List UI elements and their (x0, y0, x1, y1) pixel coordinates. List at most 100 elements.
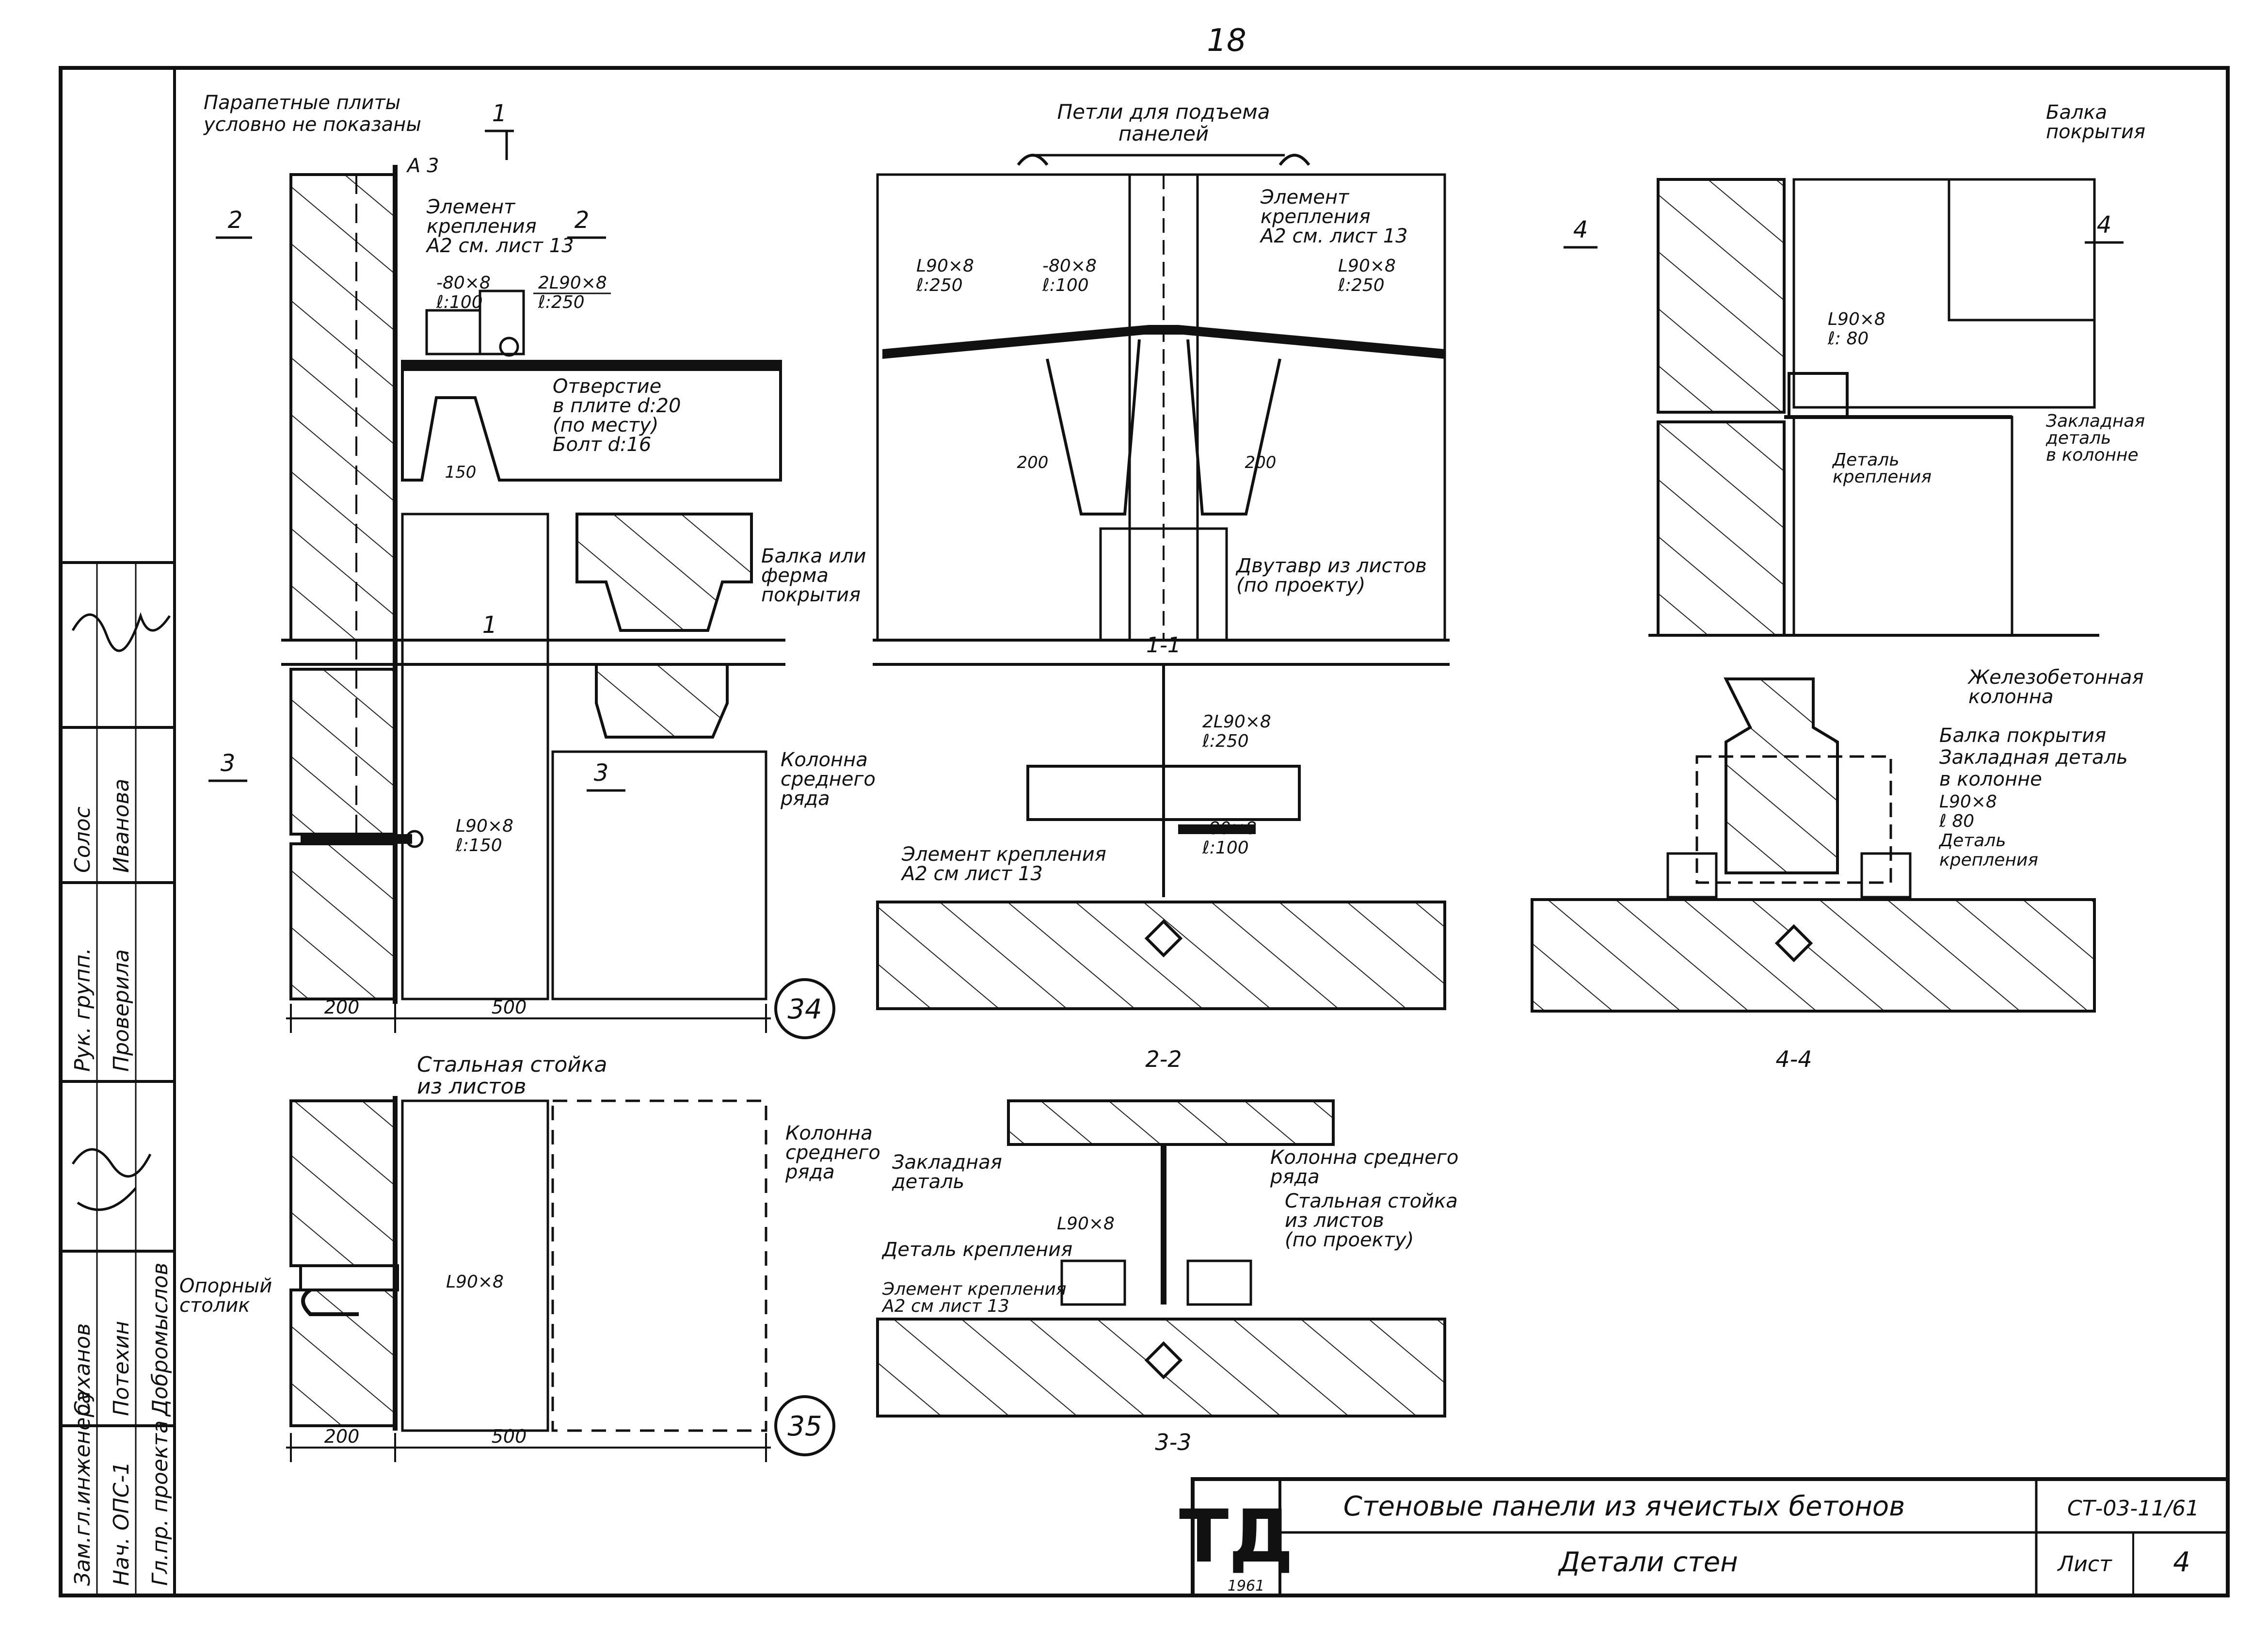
note-angle-1: 2L90×8 (538, 273, 607, 293)
roof-slab (401, 360, 782, 482)
note-embedded-2: деталь (892, 1171, 964, 1193)
dim-200-a: 200 (324, 997, 360, 1018)
note-ibeam-2: (по проекту) (1236, 574, 1365, 596)
note-angle150-2: ℓ:150 (455, 836, 502, 855)
note-2l90-2: ℓ:250 (1202, 731, 1249, 751)
note-ibeam-1: Двутавр из листов (1235, 555, 1427, 577)
detail-34-labels: Парапетные плиты условно не показаны А 3… (203, 92, 876, 1099)
note-post33-2: из листов (1285, 1209, 1384, 1232)
note-hole-2: в плите d:20 (553, 395, 681, 417)
stamp-name-5: Иванова (109, 779, 134, 873)
note-element-3: А2 см. лист 13 (425, 235, 574, 257)
note-column-3: ряда (780, 788, 830, 810)
note-element-2: крепления (427, 215, 537, 238)
section-4-right: 4 (2097, 211, 2112, 239)
note-steel-post-1: Стальная стойка (417, 1052, 607, 1077)
note-column-35-3: ряда (785, 1161, 835, 1183)
detail-4: Балка покрытия L90×8 ℓ: 80 Закладная дет… (1564, 101, 2145, 637)
section-4-left: 4 (1573, 216, 1588, 243)
section-3-3: 3-3 Закладная деталь Колонна среднего ря… (876, 1099, 1458, 1455)
steel-post (401, 513, 549, 1000)
note-emb-col-2: деталь (2045, 428, 2111, 448)
dim-200-b: 200 (324, 1426, 360, 1447)
dim-200-c: 200 (1017, 453, 1049, 472)
section-2-2-label: 2-2 (1145, 1046, 1182, 1072)
roof-truss-lower (595, 663, 729, 739)
stamp-role-5: Проверила (109, 949, 134, 1072)
note-fast44-1: Деталь (1938, 831, 2006, 851)
note-fast44-2: крепления (1939, 850, 2038, 870)
note-loops-1: Петли для подъема (1057, 100, 1270, 124)
section-2-left: 2 (228, 207, 243, 234)
note-column-35-2: среднего (785, 1142, 880, 1164)
section-1-bottom: 1 (482, 612, 497, 639)
note-emb44-2: в колонне (1939, 768, 2042, 790)
section-3-right: 3 (594, 759, 609, 787)
note-element-1: Элемент (426, 196, 516, 218)
note-post33-3: (по проекту) (1285, 1229, 1414, 1251)
side-stamp: Зам.гл.инженера Нач. ОПС-1 Гл.пр. проект… (61, 561, 175, 1595)
note-hole-4: Болт d:16 (553, 434, 651, 456)
stamp-role-1: Зам.гл.инженера (70, 1391, 95, 1586)
wall-panels-4-4 (1531, 898, 2096, 1013)
wall-panel-4-upper (1657, 178, 1786, 414)
year: 1961 (1228, 1578, 1264, 1595)
note-el-bot-2: А2 см лист 13 (900, 863, 1043, 885)
dim-150: 150 (445, 463, 477, 482)
angle-2l90 (1026, 765, 1301, 821)
steel-post-35 (401, 1099, 549, 1432)
note-el33-2: А2 см лист 13 (881, 1296, 1009, 1316)
note-steel-post-2: из листов (417, 1074, 526, 1099)
section-3-3-label: 3-3 (1155, 1429, 1191, 1455)
detail-35: 200 500 35 Опорный столик L90×8 Колонна … (179, 1096, 880, 1462)
wall-panel-upper-35 (289, 1099, 397, 1267)
node-34-marker (774, 978, 835, 1039)
note-post33-1: Стальная стойка (1285, 1190, 1458, 1212)
signature-2 (71, 612, 171, 652)
note-roofbeam-44: Балка покрытия (1939, 725, 2106, 747)
stamp-name-3: Добромыслов (148, 1263, 173, 1417)
page-number: 18 (1207, 23, 1246, 59)
section-1-top: 1 (492, 100, 507, 127)
note-l90-left-1: L90×8 (916, 256, 974, 276)
note-l90-80-1: L90×8 (1828, 309, 1885, 329)
wall-panels-2-2 (876, 901, 1446, 1010)
section-1-1-label: 1-1 (1146, 633, 1181, 658)
note-support-2: столик (179, 1294, 250, 1317)
note-strip-2: ℓ:100 (436, 292, 483, 312)
note-column-2: среднего (781, 768, 876, 790)
note-fast4-2: крепления (1833, 467, 1932, 487)
note-hole-3: (по месту) (553, 414, 658, 436)
note-loops-2: панелей (1118, 122, 1209, 145)
note-angle-35: L90×8 (446, 1272, 504, 1292)
title-block: ТД 1961 Стеновые панели из ячеистых бето… (1179, 1477, 2230, 1597)
note-l90-44-1: L90×8 (1939, 792, 1997, 812)
note-strip-mid-1: -80×8 (1042, 256, 1097, 276)
note-strip-1: -80×8 (436, 273, 491, 293)
note-hole-1: Отверстие (553, 375, 661, 398)
sheet-number: 4 (2173, 1546, 2190, 1578)
note-roofbeam-1: Балка (2046, 101, 2107, 124)
title: Стеновые панели из ячеистых бетонов (1343, 1491, 1905, 1522)
node-35-label: 35 (787, 1411, 822, 1442)
roof-truss-upper (575, 513, 753, 632)
column-4 (1792, 416, 2013, 637)
note-emb-col-3: в колонне (2046, 445, 2139, 465)
note-emb44-1: Закладная деталь (1939, 746, 2128, 769)
note-col33-2: ряда (1270, 1166, 1320, 1188)
node-34-label: 34 (787, 994, 822, 1025)
stamp-name-1: Суханов (70, 1323, 95, 1416)
section-3-left: 3 (221, 750, 236, 777)
note-support-1: Опорный (179, 1275, 272, 1297)
note-el-bot-1: Элемент крепления (901, 843, 1106, 866)
note-column-1: Колонна (781, 749, 868, 771)
note-l90-right-2: ℓ:250 (1338, 275, 1385, 295)
column-35 (551, 1099, 767, 1432)
note-el-mid-3: А2 см. лист 13 (1259, 225, 1408, 247)
dim-500-b: 500 (492, 1426, 527, 1447)
subtitle: Детали стен (1557, 1546, 1738, 1578)
note-column-35-1: Колонна (785, 1122, 873, 1144)
note-el33-1: Элемент крепления (882, 1279, 1067, 1299)
note-l90-left-2: ℓ:250 (916, 275, 963, 295)
note-angle150-1: L90×8 (456, 816, 513, 836)
